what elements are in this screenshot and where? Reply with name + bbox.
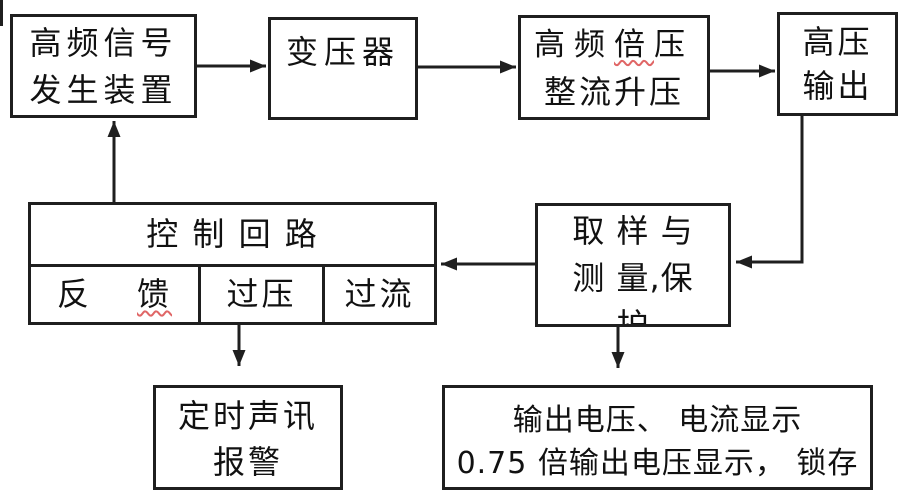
label-segment: 反 (56, 275, 92, 313)
node-timed-audio-alarm: 定时声讯 报警 (153, 385, 343, 490)
cell-feedback: 反馈 (31, 267, 198, 322)
node-label-line: 过压 (226, 275, 297, 313)
node-label-line: 高频信号 (29, 24, 178, 62)
control-loop-header: 控 制 回 路 (31, 205, 434, 267)
cell-overcurrent: 过流 (322, 267, 434, 322)
node-label-line: 0.75 倍输出电压显示， 锁存 (456, 446, 859, 481)
node-hv-output: 高压 输出 (777, 12, 898, 116)
node-label-line: 输出 (802, 67, 873, 105)
arrow-hv-output-to-sampling (736, 116, 804, 269)
control-loop-cells: 反馈 过压 过流 (31, 267, 434, 322)
node-label-line: 取 样 与 (572, 212, 694, 250)
node-label-line: 输出电压、 电流显示 (512, 403, 803, 438)
node-label-line: 过流 (344, 275, 415, 313)
node-label-line: 测 量,保 (572, 259, 694, 297)
left-edge-artifact (0, 0, 3, 26)
node-label-line: 定时声讯 (177, 396, 318, 435)
node-label-line: 高频倍压 (534, 22, 694, 69)
node-transformer: 变压器 (268, 17, 418, 120)
node-label-line-clipped: 护 (616, 306, 650, 327)
node-label-line: 变压器 (285, 33, 400, 71)
node-sampling-protection: 取 样 与 测 量,保 护 (535, 203, 731, 327)
node-label-line: 报警 (212, 442, 283, 481)
node-label-line: 整流升压 (543, 72, 684, 111)
node-label-line: 控 制 回 路 (146, 215, 319, 253)
node-hf-signal-source: 高频信号 发生装置 (10, 14, 197, 118)
node-hf-doubler-rectifier: 高频倍压 整流升压 (518, 15, 710, 120)
label-segment: 高频 (534, 26, 614, 63)
spellcheck-squiggle-text: 馈 (137, 275, 173, 313)
node-output-display: 输出电压、 电流显示 0.75 倍输出电压显示， 锁存 (442, 385, 873, 490)
label-segment: 压 (654, 26, 694, 63)
cell-overvoltage: 过压 (198, 267, 322, 322)
spellcheck-squiggle-text: 倍 (614, 26, 654, 63)
node-label-line: 反馈 (57, 271, 172, 318)
node-label-line: 发生装置 (29, 71, 178, 109)
node-control-loop: 控 制 回 路 反馈 过压 过流 (28, 202, 437, 325)
node-label-line: 高压 (802, 23, 873, 61)
